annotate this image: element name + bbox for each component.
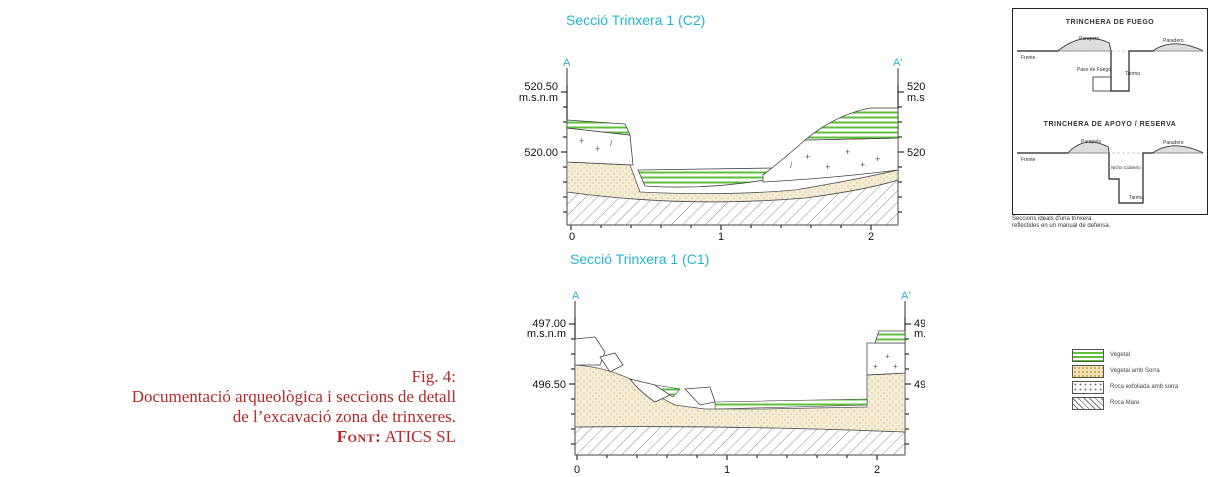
section-c2-title: Secció Trinxera 1 (C2) [566, 12, 706, 28]
svg-text:+: + [595, 144, 600, 154]
source-label: Font: [336, 427, 382, 446]
svg-text:+: + [873, 362, 878, 371]
source-value: ATICS SL [381, 427, 456, 446]
manual-paradero-label: Paradero [1163, 38, 1184, 44]
manual-title-apoyo: TRINCHERA DE APOYO / RESERVA [1043, 121, 1177, 128]
c1-marker-a-prime: A' [901, 290, 910, 302]
c1-marker-a: A [572, 290, 580, 302]
caption-line-2: de l’excavació zona de trinxeres. [232, 407, 456, 426]
manual-parapeto-label-2: Parapeto [1081, 139, 1102, 145]
legend-item-roca-exfoliada: Roca exfoliada amb sorra [1072, 379, 1212, 395]
svg-text:+: + [893, 362, 898, 371]
c2-x-label-1: 1 [718, 231, 724, 243]
manual-tarima-label: Tarima [1125, 71, 1140, 77]
c1-x-label-2: 2 [874, 464, 880, 476]
c2-unit-left: m.s.n.m [519, 92, 558, 104]
c1-y-label-mid-right: 496.50 [914, 379, 925, 391]
figure-caption: Fig. 4: Documentació arqueològica i secc… [132, 367, 456, 447]
svg-text:+: + [860, 160, 865, 170]
c2-y-label-mid-left: 520.00 [524, 147, 558, 159]
manual-trench-apoyo: Parapeto Paradero Frente Nicho Cubierto … [1017, 139, 1204, 204]
c1-x-label-1: 1 [724, 464, 730, 476]
caption-line-1: Documentació arqueològica i seccions de … [131, 387, 456, 406]
c2-y-label-top-right: 520.50 [907, 81, 925, 93]
svg-text:+: + [825, 162, 830, 172]
c1-y-label-top-left: 497.00 [532, 318, 566, 330]
c1-y-label-top-right: 497.00 [914, 318, 925, 330]
c2-marker-a-prime: A' [893, 57, 902, 69]
c1-unit-left: m.s.n.m [527, 328, 566, 340]
svg-text:+: + [579, 136, 584, 146]
c2-y-label-mid-right: 520.00 [907, 147, 925, 159]
legend: Vegetal Vegetal amb Sorra Roca exfoliada… [1072, 347, 1212, 411]
manual-frente-label: Frente [1021, 55, 1036, 61]
figure-number: Fig. 4: [411, 367, 456, 386]
legend-item-vegetal: Vegetal [1072, 347, 1212, 363]
svg-text:+: + [805, 152, 810, 162]
manual-title-fuego: TRINCHERA DE FUEGO [1065, 19, 1155, 26]
manual-parapeto-label: Parapeto [1079, 36, 1100, 42]
section-c1-drawing: ++ + A A' 497.00 m.s.n.m 496.50 497.00 m… [527, 290, 925, 476]
svg-text:/: / [790, 161, 793, 170]
c1-x-label-0: 0 [574, 464, 580, 476]
c2-marker-a: A [563, 57, 571, 69]
c1-y-label-mid-left: 496.50 [532, 379, 566, 391]
c1-unit-right: m.s.n.m [914, 328, 925, 340]
svg-text:/: / [610, 139, 613, 148]
manual-paso-fuego-label: Paso de Fuego [1077, 67, 1111, 73]
manual-tarima-label-2: Tarima [1129, 195, 1144, 201]
legend-item-vegetal-sorra: Vegetal amb Sorra [1072, 363, 1212, 379]
c2-y-label-top-left: 520.50 [524, 81, 558, 93]
svg-text:+: + [875, 154, 880, 164]
manual-caption: Seccions ideals d'una trinxera reflectid… [1012, 216, 1111, 229]
svg-text:+: + [845, 147, 850, 157]
manual-trench-fuego: Parapeto Paradero Frente Paso de Fuego T… [1017, 36, 1204, 92]
manual-diagram: TRINCHERA DE FUEGO Parapeto Paradero Fre… [1012, 8, 1208, 215]
section-c1-title: Secció Trinxera 1 (C1) [570, 251, 710, 267]
manual-frente-label-2: Frente [1021, 157, 1036, 163]
c2-unit-right: m.s.n.m [907, 92, 925, 104]
svg-text:+: + [885, 352, 890, 361]
manual-paradero-label-2: Paradero [1163, 140, 1184, 146]
legend-item-roca-mare: Roca Mare [1072, 395, 1212, 411]
caption-source: Font: ATICS SL [132, 427, 456, 447]
c2-x-label-2: 2 [868, 231, 874, 243]
c2-x-label-0: 0 [569, 231, 575, 243]
section-c2-drawing: + + / + + + + + / A A' 520.50 m.s.n.m 520.00… [519, 57, 925, 243]
manual-nicho-label: Nicho Cubierto [1111, 165, 1141, 170]
